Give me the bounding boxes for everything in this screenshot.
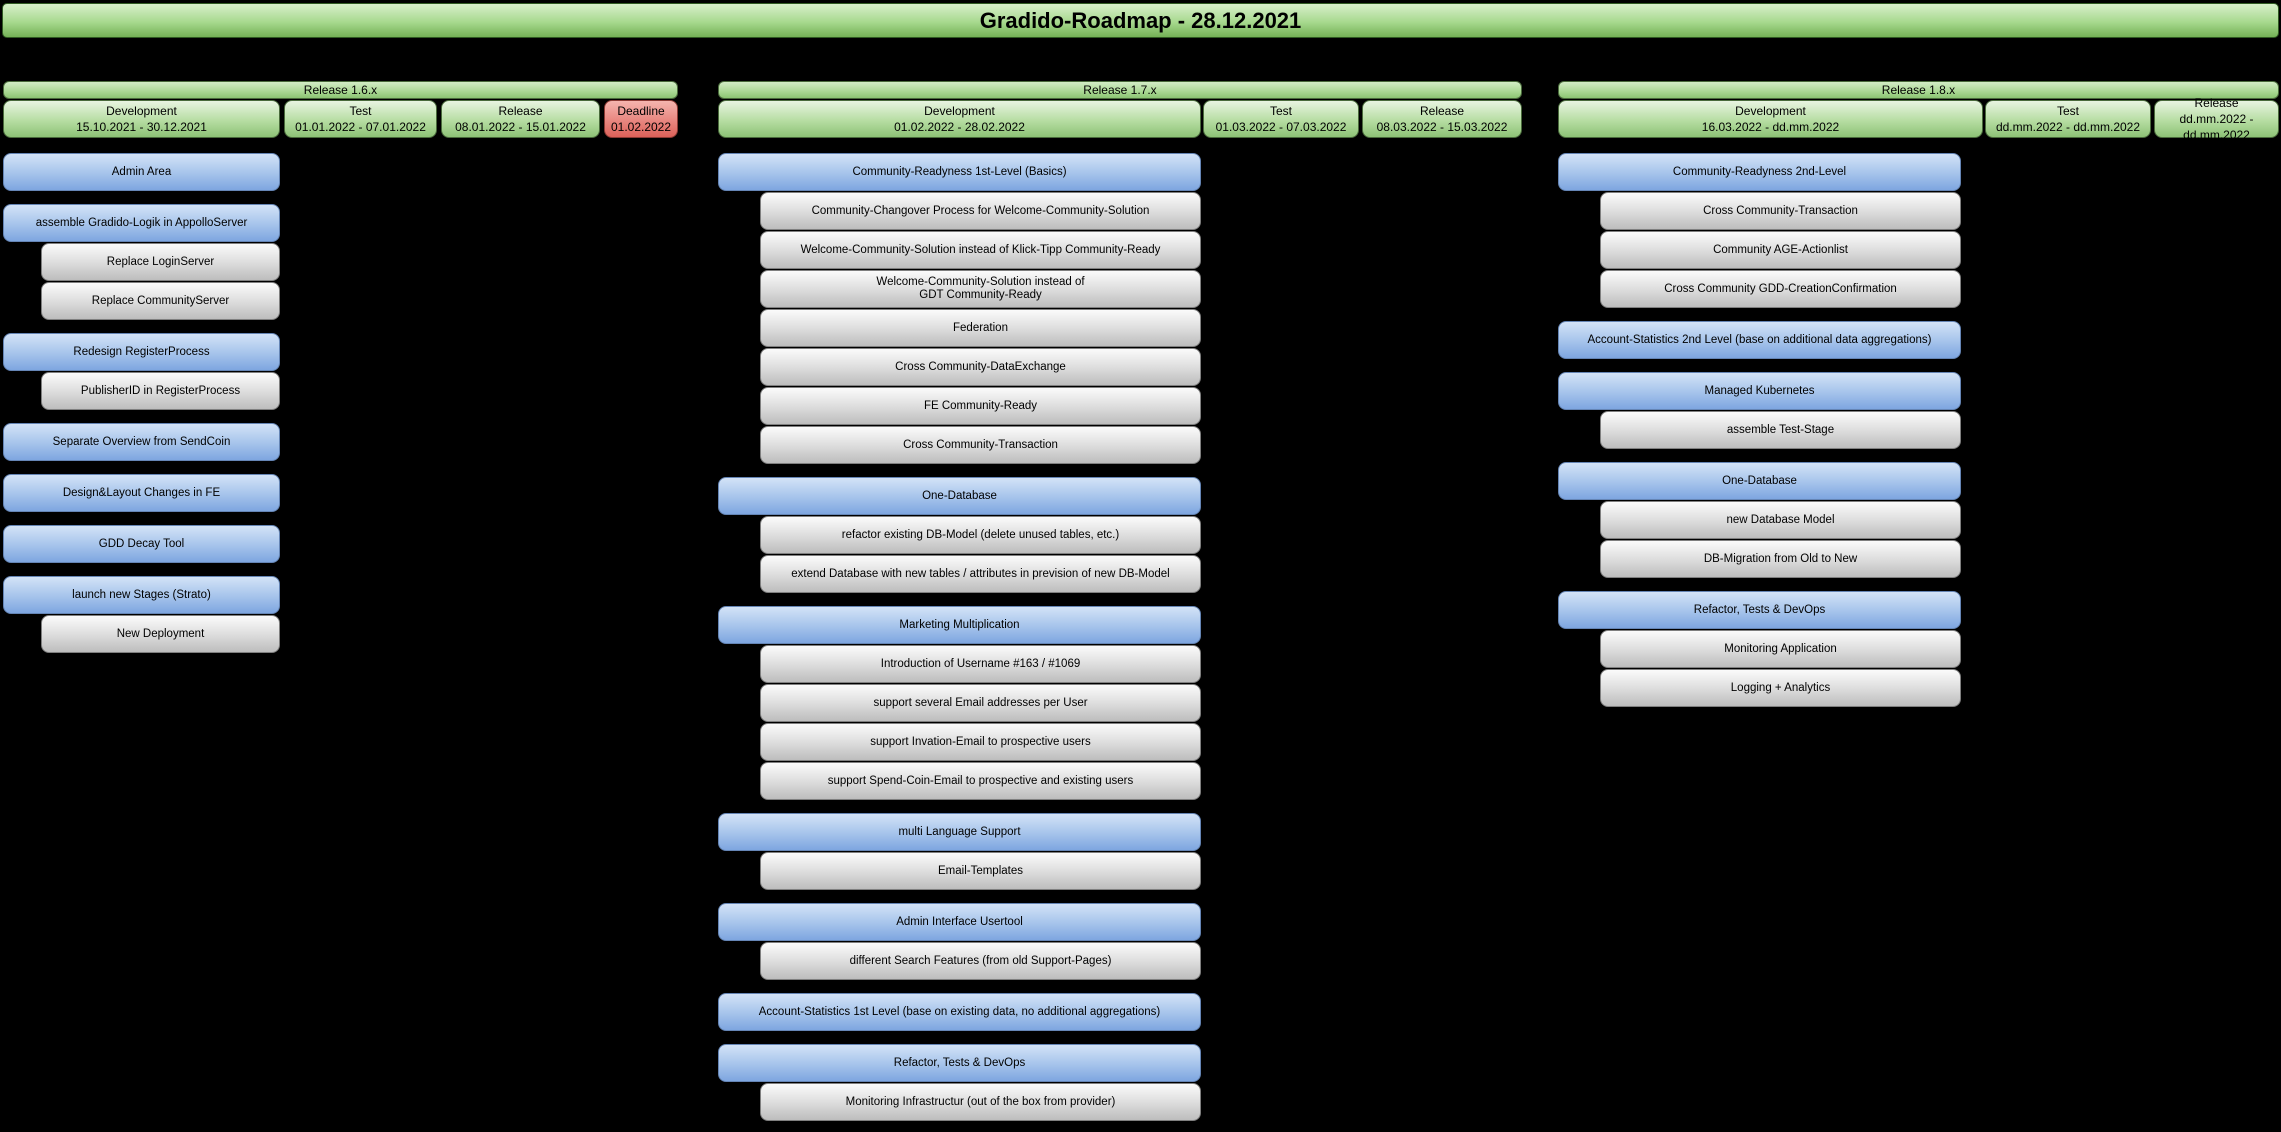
phase-dates: 15.10.2021 - 30.12.2021 <box>76 120 207 134</box>
roadmap-epic: multi Language Support <box>718 813 1201 851</box>
phase-test: Test dd.mm.2022 - dd.mm.2022 <box>1985 100 2151 138</box>
phase-deadline: Deadline 01.02.2022 <box>604 100 678 138</box>
roadmap-task: Welcome-Community-Solution instead of Kl… <box>760 231 1201 269</box>
roadmap-task: Federation <box>760 309 1201 347</box>
roadmap-epic: Redesign RegisterProcess <box>3 333 280 371</box>
item-list: Admin Area assemble Gradido-Logik in Appo… <box>3 153 678 653</box>
roadmap-task: Cross Community-Transaction <box>760 426 1201 464</box>
roadmap-task: DB-Migration from Old to New <box>1600 540 1961 578</box>
phase-label: Test <box>1269 104 1292 118</box>
roadmap-epic: Community-Readyness 1st-Level (Basics) <box>718 153 1201 191</box>
phase-label: Release <box>2194 96 2239 110</box>
roadmap-task: Cross Community GDD-CreationConfirmation <box>1600 270 1961 308</box>
phase-dates: 01.01.2022 - 07.01.2022 <box>295 120 426 134</box>
roadmap-task: Logging + Analytics <box>1600 669 1961 707</box>
release-header: Release 1.6.x <box>3 81 678 99</box>
roadmap-epic: Refactor, Tests & DevOps <box>718 1044 1201 1082</box>
roadmap-task: Introduction of Username #163 / #1069 <box>760 645 1201 683</box>
roadmap-epic: One-Database <box>718 477 1201 515</box>
roadmap-epic: Admin Area <box>3 153 280 191</box>
roadmap-title: Gradido-Roadmap - 28.12.2021 <box>2 3 2279 38</box>
roadmap-task: Cross Community-Transaction <box>1600 192 1961 230</box>
roadmap-epic: GDD Decay Tool <box>3 525 280 563</box>
roadmap-epic: Separate Overview from SendCoin <box>3 423 280 461</box>
roadmap-task: extend Database with new tables / attrib… <box>760 555 1201 593</box>
phase-dates: dd.mm.2022 - dd.mm.2022 <box>2179 112 2254 142</box>
phase-label: Development <box>924 104 995 118</box>
phase-release: Release 08.01.2022 - 15.01.2022 <box>441 100 600 138</box>
phase-development: Development 01.02.2022 - 28.02.2022 <box>718 100 1201 138</box>
release-header: Release 1.8.x <box>1558 81 2279 99</box>
roadmap-task: Community AGE-Actionlist <box>1600 231 1961 269</box>
phase-dates: 01.02.2022 - 28.02.2022 <box>894 120 1025 134</box>
roadmap-epic: Marketing Multiplication <box>718 606 1201 644</box>
roadmap-task: PublisherID in RegisterProcess <box>41 372 280 410</box>
item-list: Community-Readyness 1st-Level (Basics)Co… <box>718 153 1522 1121</box>
roadmap-task: Replace LoginServer <box>41 243 280 281</box>
phase-dates: 01.02.2022 <box>610 120 672 134</box>
roadmap-task: Replace CommunityServer <box>41 282 280 320</box>
roadmap-task: New Deployment <box>41 615 280 653</box>
roadmap-task: Welcome-Community-Solution instead of GD… <box>760 270 1201 308</box>
phase-label: Deadline <box>617 104 665 118</box>
roadmap-epic: Account-Statistics 1st Level (base on ex… <box>718 993 1201 1031</box>
phase-development: Development 15.10.2021 - 30.12.2021 <box>3 100 280 138</box>
phase-label: Test <box>2056 104 2079 118</box>
phase-dates: 16.03.2022 - dd.mm.2022 <box>1701 120 1840 134</box>
phase-test: Test 01.01.2022 - 07.01.2022 <box>284 100 437 138</box>
roadmap-epic: Community-Readyness 2nd-Level <box>1558 153 1961 191</box>
phase-label: Development <box>1735 104 1806 118</box>
phase-dates: dd.mm.2022 - dd.mm.2022 <box>1995 120 2141 134</box>
roadmap-task: Monitoring Infrastructur (out of the box… <box>760 1083 1201 1121</box>
roadmap-task: FE Community-Ready <box>760 387 1201 425</box>
phase-label: Development <box>106 104 177 118</box>
roadmap-epic: assemble Gradido-Logik in AppolloServer <box>3 204 280 242</box>
phase-label: Release <box>1419 104 1465 118</box>
release-header: Release 1.7.x <box>718 81 1522 99</box>
roadmap-task: support several Email addresses per User <box>760 684 1201 722</box>
phase-label: Test <box>349 104 372 118</box>
roadmap-epic: launch new Stages (Strato) <box>3 576 280 614</box>
roadmap-task: Monitoring Application <box>1600 630 1961 668</box>
roadmap-task: assemble Test-Stage <box>1600 411 1961 449</box>
roadmap-task: support Spend-Coin-Email to prospective … <box>760 762 1201 800</box>
roadmap-epic: Refactor, Tests & DevOps <box>1558 591 1961 629</box>
roadmap-task: different Search Features (from old Supp… <box>760 942 1201 980</box>
roadmap-epic: Managed Kubernetes <box>1558 372 1961 410</box>
phase-dates: 08.01.2022 - 15.01.2022 <box>455 120 586 134</box>
roadmap-epic: Account-Statistics 2nd Level (base on ad… <box>1558 321 1961 359</box>
roadmap-epic: Admin Interface Usertool <box>718 903 1201 941</box>
roadmap-epic: Design&Layout Changes in FE <box>3 474 280 512</box>
phase-label: Release <box>498 104 543 118</box>
phase-release: Release dd.mm.2022 - dd.mm.2022 <box>2154 96 2279 142</box>
roadmap-task: new Database Model <box>1600 501 1961 539</box>
roadmap-task: support Invation-Email to prospective us… <box>760 723 1201 761</box>
phase-test: Test 01.03.2022 - 07.03.2022 <box>1203 100 1359 138</box>
roadmap-epic: One-Database <box>1558 462 1961 500</box>
roadmap-task: Community-Changover Process for Welcome-… <box>760 192 1201 230</box>
phase-development: Development 16.03.2022 - dd.mm.2022 <box>1558 100 1983 138</box>
roadmap-task: Email-Templates <box>760 852 1201 890</box>
roadmap-task: refactor existing DB-Model (delete unuse… <box>760 516 1201 554</box>
roadmap-task: Cross Community-DataExchange <box>760 348 1201 386</box>
phase-release: Release 08.03.2022 - 15.03.2022 <box>1362 100 1522 138</box>
phase-dates: 01.03.2022 - 07.03.2022 <box>1215 120 1347 134</box>
phase-dates: 08.03.2022 - 15.03.2022 <box>1376 120 1508 134</box>
